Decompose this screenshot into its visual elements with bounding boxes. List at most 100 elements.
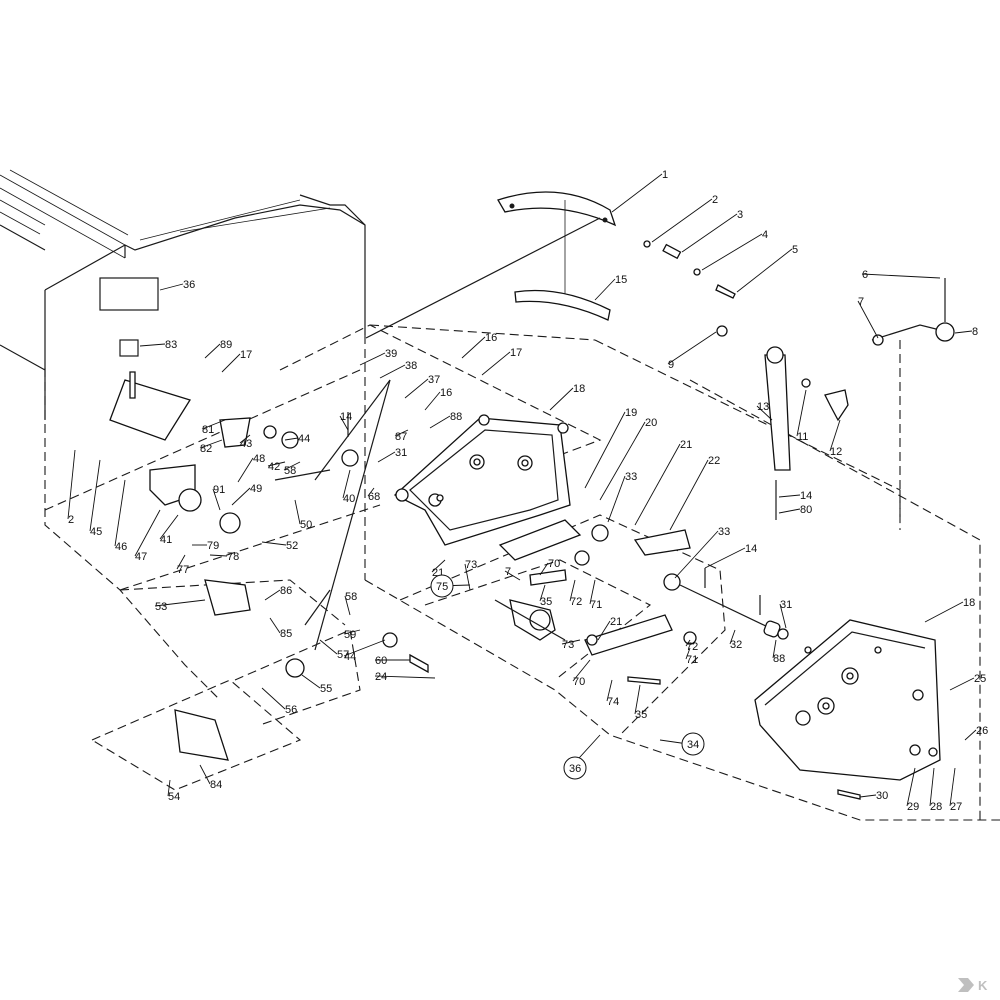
callout-number: 52: [286, 540, 298, 552]
callout-45: 45: [89, 459, 102, 538]
callout-leader: [212, 488, 221, 511]
callout-21: 21: [597, 616, 622, 641]
callout-33: 33: [674, 526, 730, 579]
callout-16: 16: [461, 332, 497, 359]
callout-leader: [424, 391, 441, 411]
callout-leader: [204, 343, 221, 359]
callout-number: 16: [440, 387, 452, 399]
callout-number: 85: [280, 628, 292, 640]
callout-leader: [929, 767, 935, 807]
callout-number: 46: [115, 541, 127, 553]
callout-number: 11: [797, 431, 808, 443]
callout-leader: [549, 387, 574, 411]
callout-number: 31: [780, 599, 792, 611]
callout-number: 82: [200, 443, 212, 455]
callout-number: 80: [800, 504, 812, 516]
callout-85: 85: [269, 617, 292, 640]
callout-72: 72: [569, 579, 582, 608]
callout-number: 2: [68, 514, 74, 526]
callout-leader: [611, 173, 663, 213]
callout-leader: [429, 415, 451, 429]
callout-leader: [199, 439, 223, 449]
callout-37: 37: [404, 374, 440, 399]
callout-number: 71: [590, 599, 602, 611]
callout-leader: [239, 434, 251, 444]
callout-number: 44: [298, 433, 310, 445]
callout-leader: [756, 405, 773, 421]
callout-36: 36: [563, 734, 601, 780]
callout-number: 53: [155, 601, 167, 613]
callout-17: 17: [481, 347, 522, 376]
callout-53: 53: [154, 599, 206, 613]
callout-24: 24: [374, 671, 436, 683]
callout-leader: [964, 729, 977, 741]
callout-number: 50: [300, 519, 312, 531]
callout-leader: [729, 629, 736, 645]
callout-leader: [539, 584, 546, 602]
callout-leader: [701, 233, 763, 271]
callout-73: 73: [464, 559, 477, 591]
callout-leader: [584, 411, 626, 489]
callout-number: 73: [465, 559, 477, 571]
callout-73: 73: [561, 639, 581, 651]
machine-housing: [0, 169, 381, 701]
callout-leader: [89, 459, 101, 532]
callout-46: 46: [114, 479, 127, 553]
callout-number: 37: [428, 374, 440, 386]
callout-number: 6: [862, 269, 868, 281]
callout-number: 77: [177, 564, 189, 576]
callout-54: 54: [167, 779, 180, 803]
callout-leader: [139, 343, 166, 347]
callout-number: 68: [368, 491, 380, 503]
callout-number: 75: [436, 581, 448, 593]
callout-number: 8: [972, 326, 978, 338]
callout-leader: [343, 629, 361, 635]
callout-91: 91: [212, 484, 225, 511]
callout-15: 15: [594, 274, 627, 301]
callout-number: 79: [207, 540, 219, 552]
callout-20: 20: [599, 417, 657, 501]
callout-number: 7: [505, 566, 511, 578]
callout-88: 88: [429, 411, 462, 429]
callout-44: 44: [343, 639, 386, 663]
callout-16: 16: [424, 387, 452, 411]
callout-70: 70: [572, 659, 591, 688]
callout-38: 38: [379, 360, 417, 379]
callout-57: 57: [319, 639, 349, 661]
callout-leader: [561, 639, 581, 645]
callout-18: 18: [549, 383, 585, 411]
callout-42: 42: [267, 461, 286, 473]
nameplate: [99, 277, 159, 311]
callout-29: 29: [906, 767, 919, 813]
callout-number: 42: [268, 461, 280, 473]
callout-leader: [857, 300, 879, 339]
callout-72: 72: [685, 639, 698, 653]
callout-36: 36: [159, 279, 195, 291]
callout-14: 14: [778, 490, 812, 502]
callout-leader: [954, 330, 973, 334]
callout-leader: [231, 487, 251, 506]
callout-18: 18: [924, 597, 975, 623]
callout-number: 58: [284, 465, 296, 477]
callout-82: 82: [199, 439, 223, 455]
callout-84: 84: [199, 764, 222, 791]
upper-plate: [393, 414, 571, 546]
callout-35: 35: [634, 684, 647, 721]
star-knob: [824, 389, 849, 422]
callout-19: 19: [584, 407, 637, 489]
callout-number: 89: [220, 339, 232, 351]
callout-leader: [379, 364, 406, 379]
callout-leader: [829, 419, 841, 452]
callout-49: 49: [231, 483, 262, 506]
top-assembly: [365, 191, 736, 339]
callout-leader: [634, 443, 681, 526]
callout-83: 83: [139, 339, 177, 351]
callout-number: 54: [168, 791, 180, 803]
callout-80: 80: [778, 504, 812, 516]
callout-leader: [674, 530, 719, 579]
callout-leader: [704, 547, 746, 569]
callout-leader: [597, 620, 611, 641]
callout-number: 19: [625, 407, 637, 419]
callout-number: 36: [569, 763, 581, 775]
callout-14: 14: [704, 543, 757, 569]
